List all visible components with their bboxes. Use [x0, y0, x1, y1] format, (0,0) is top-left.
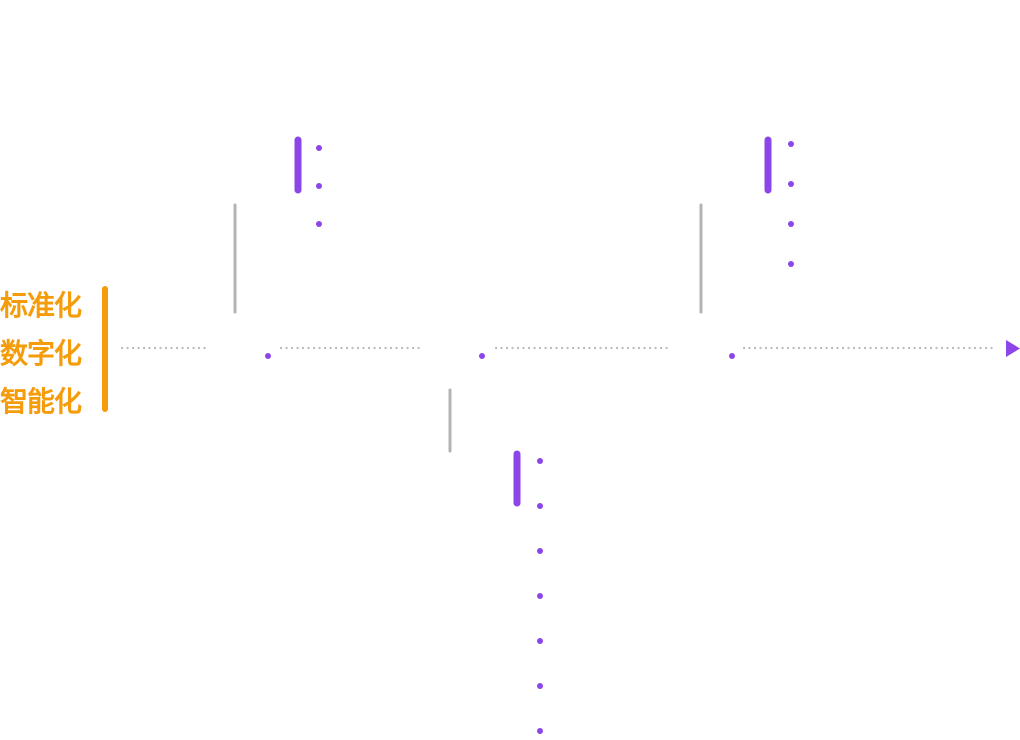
bullet-dot-icon [537, 548, 543, 554]
label-line-intelligentization: 智能化 [0, 385, 82, 418]
timeline-node-dot [479, 353, 485, 359]
bullet-dot-icon [316, 221, 322, 227]
label-stack: 标准化 数字化 智能化 [0, 282, 82, 426]
label-line-standardization: 标准化 [0, 289, 82, 322]
bullet-dot-icon [788, 261, 794, 267]
bullet-dot-icon [316, 183, 322, 189]
bullet-dot-icon [788, 221, 794, 227]
bullet-dot-icon [788, 141, 794, 147]
label-line-digitalization: 数字化 [0, 337, 82, 370]
bullet-dot-icon [316, 145, 322, 151]
bullet-dot-icon [537, 458, 543, 464]
bullet-dot-icon [537, 593, 543, 599]
bullet-dot-icon [537, 728, 543, 734]
bullet-dot-icon [788, 181, 794, 187]
timeline-node-dot [265, 353, 271, 359]
bullet-dot-icon [537, 503, 543, 509]
label-accent-bar [102, 286, 108, 412]
triangle-right-icon [1006, 340, 1020, 357]
bullet-dot-icon [537, 683, 543, 689]
bullet-dot-icon [537, 638, 543, 644]
timeline-node-dot [729, 353, 735, 359]
